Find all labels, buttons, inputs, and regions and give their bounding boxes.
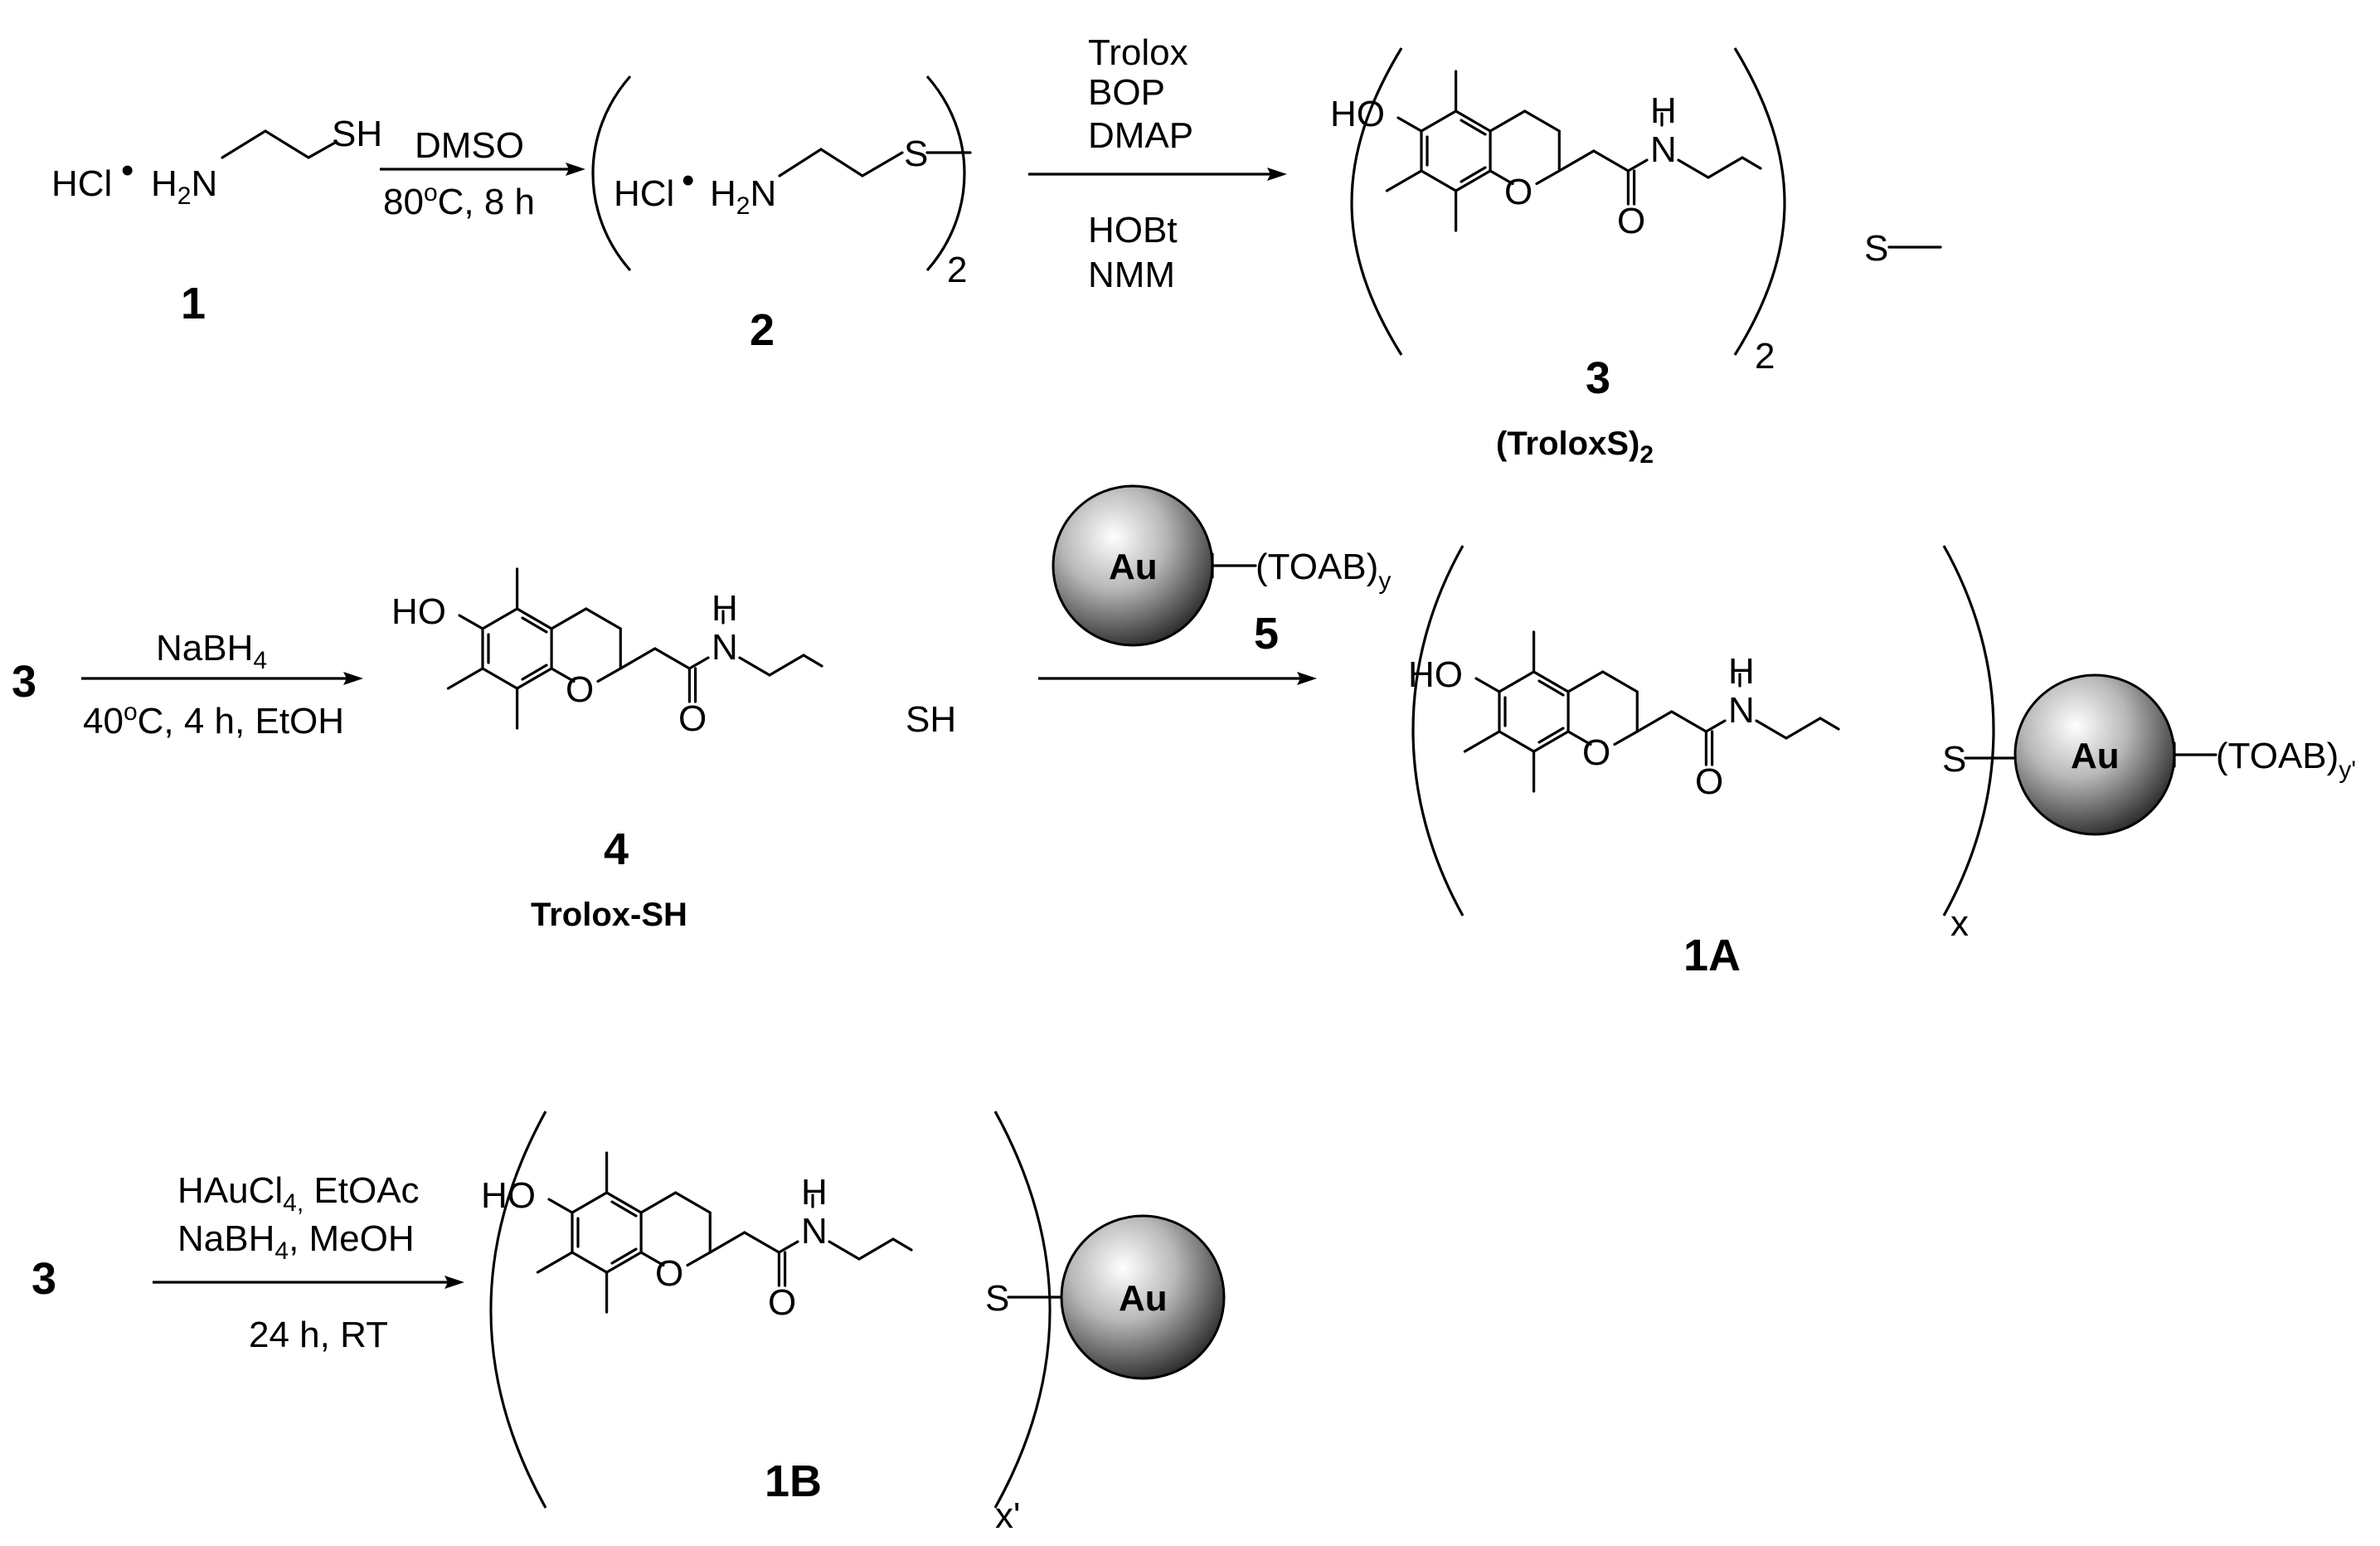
dimer-subscript: 2 [947,250,967,290]
compound-3-name: (TroloxS)2 [1496,425,1654,469]
reaction-arrow-4: Au (TOAB)y 5 [1038,484,1391,685]
arrow-5-conditions: 24 h, RT [249,1315,388,1355]
compound-5-number: 5 [1254,609,1279,659]
arrow-2-reagent-4: HOBt [1088,210,1178,250]
compound-1: HCl • H2N SH 1 [51,114,382,328]
compound-2: HCl • H2N S 2 2 [591,75,972,355]
reaction-arrow-2: Trolox BOP DMAP HOBt NMM [1028,32,1287,295]
compound-2-number: 2 [750,305,775,355]
reaction-arrow-3: NaBH4 40oC, 4 h, EtOH [81,628,363,741]
arrow-2-reagent-2: BOP [1088,72,1165,113]
thiol-label: SH [906,699,956,740]
reaction-arrow-1: DMSO 80oC, 8 h [380,125,585,222]
arrow-3-conditions: 40oC, 4 h, EtOH [83,698,344,741]
amine-label: H2N [710,173,776,220]
sulfur-label: S [1864,228,1888,269]
salt-dot: • [121,150,134,191]
arrow-3-reagent: NaBH4 [156,628,267,674]
gold-label: Au [1119,1278,1168,1319]
arrow-1-conditions: 80oC, 8 h [383,179,535,222]
arrow-2-reagent-1: Trolox [1088,32,1188,73]
compound-4-name: Trolox-SH [531,897,687,933]
compound-1A: S x Au (TOAB)y' 1A [1406,545,2356,980]
gold-label: Au [2071,736,2120,776]
compound-3-number: 3 [1586,353,1610,403]
compound-3: S 2 3 (TroloxS)2 [1328,47,1942,469]
arrow-2-reagent-3: DMAP [1088,115,1193,156]
compound-3-reference: 3 [12,657,36,707]
gold-label: Au [1109,547,1158,587]
hcl-label: HCl [51,163,112,204]
reaction-arrow-5: HAuCl4, EtOAc NaBH4, MeOH 24 h, RT [153,1170,464,1355]
toab-ligand-label: (TOAB)y [1256,547,1391,595]
compound-1-number: 1 [181,279,206,328]
amine-label: H2N [151,163,217,210]
thiol-label: SH [332,114,382,154]
arrow-5-reagent-2: NaBH4, MeOH [177,1218,415,1265]
loading-subscript-x: x [1950,903,1969,944]
arrow-2-reagent-5: NMM [1088,255,1175,295]
compound-4-number: 4 [604,824,629,874]
compound-1B: S x' Au 1B [479,1111,1226,1536]
salt-dot: • [682,160,694,201]
hcl-label: HCl [614,173,674,214]
loading-subscript-x-prime: x' [995,1495,1020,1536]
toab-ligand-label: (TOAB)y' [2216,736,2356,784]
compound-4: SH 4 Trolox-SH [390,567,956,933]
compound-1B-number: 1B [765,1456,822,1506]
arrow-5-reagent-1: HAuCl4, EtOAc [177,1170,420,1217]
sulfur-label: S [985,1278,1009,1319]
gold-nanoparticle-1B [1060,1214,1226,1380]
compound-1A-number: 1A [1683,931,1741,980]
sulfur-label: S [1942,739,1966,780]
dimer-subscript: 2 [1755,336,1775,377]
sulfur-label: S [904,134,928,174]
arrow-1-reagent: DMSO [415,125,524,166]
compound-3-reference: 3 [32,1254,56,1304]
